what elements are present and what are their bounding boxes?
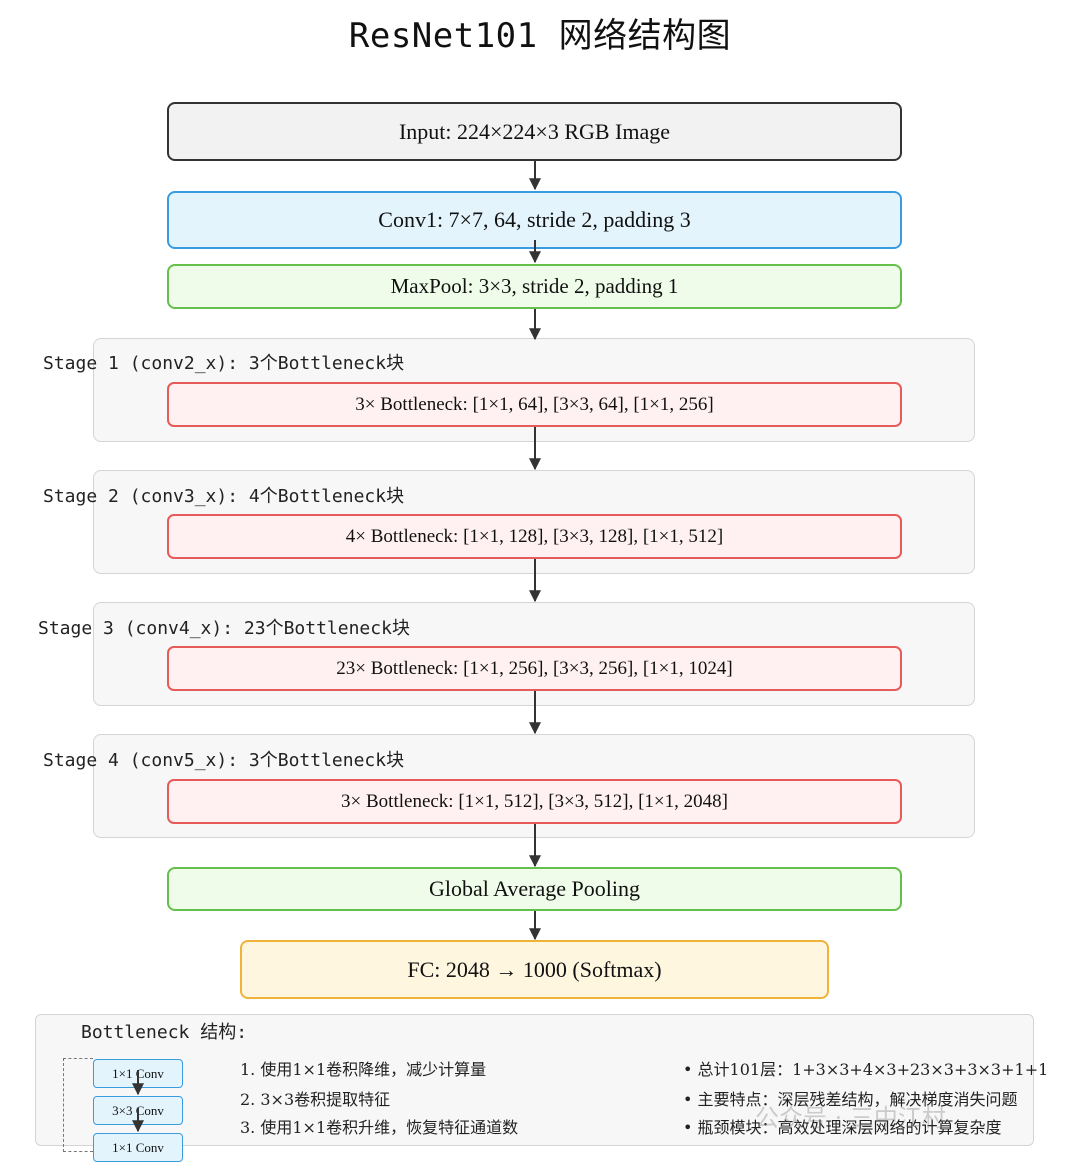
stage-4-title: Stage 4 (conv5_x): 3个Bottleneck块 [43,750,405,771]
stage-1-bottleneck-box: 3× Bottleneck: [1×1, 64], [3×3, 64], [1×… [167,382,902,427]
stage-4-bottleneck-box: 3× Bottleneck: [1×1, 512], [3×3, 512], [… [167,779,902,824]
watermark: 公众号 · 三中江村 [755,1104,946,1132]
stage-2-title: Stage 2 (conv3_x): 4个Bottleneck块 [43,486,405,507]
legend-step-2: 2. 3×3卷积提取特征 [240,1090,391,1109]
stage-1-title: Stage 1 (conv2_x): 3个Bottleneck块 [43,353,405,374]
stage-3-bottleneck-box: 23× Bottleneck: [1×1, 256], [3×3, 256], … [167,646,902,691]
maxpool-layer-box: MaxPool: 3×3, stride 2, padding 1 [167,264,902,309]
mini-conv-3x3: 3×3 Conv [93,1096,183,1125]
legend-title: Bottleneck 结构: [81,1022,248,1043]
diagram-title: ResNet101 网络结构图 [348,16,732,56]
legend-note-total-layers: • 总计101层：1+3×3+4×3+23×3+3×3+1+1 [683,1060,1049,1079]
legend-note-features: • 主要特点：深层残差结构，解决梯度消失问题 [683,1090,1018,1109]
mini-conv-1x1-expand: 1×1 Conv [93,1133,183,1162]
input-layer-box: Input: 224×224×3 RGB Image [167,102,902,161]
stage-2-bottleneck-box: 4× Bottleneck: [1×1, 128], [3×3, 128], [… [167,514,902,559]
fc-layer-box: FC: 2048 → 1000 (Softmax) [240,940,829,999]
legend-step-3: 3. 使用1×1卷积升维，恢复特征通道数 [240,1118,519,1137]
bottleneck-legend-panel [35,1014,1034,1146]
residual-skip-connection [63,1058,93,1152]
conv1-layer-box: Conv1: 7×7, 64, stride 2, padding 3 [167,191,902,249]
mini-conv-1x1-reduce: 1×1 Conv [93,1059,183,1088]
global-avg-pool-box: Global Average Pooling [167,867,902,911]
legend-note-bottleneck: • 瓶颈模块：高效处理深层网络的计算复杂度 [683,1118,1002,1137]
stage-3-title: Stage 3 (conv4_x): 23个Bottleneck块 [38,618,410,639]
legend-step-1: 1. 使用1×1卷积降维，减少计算量 [240,1060,487,1079]
